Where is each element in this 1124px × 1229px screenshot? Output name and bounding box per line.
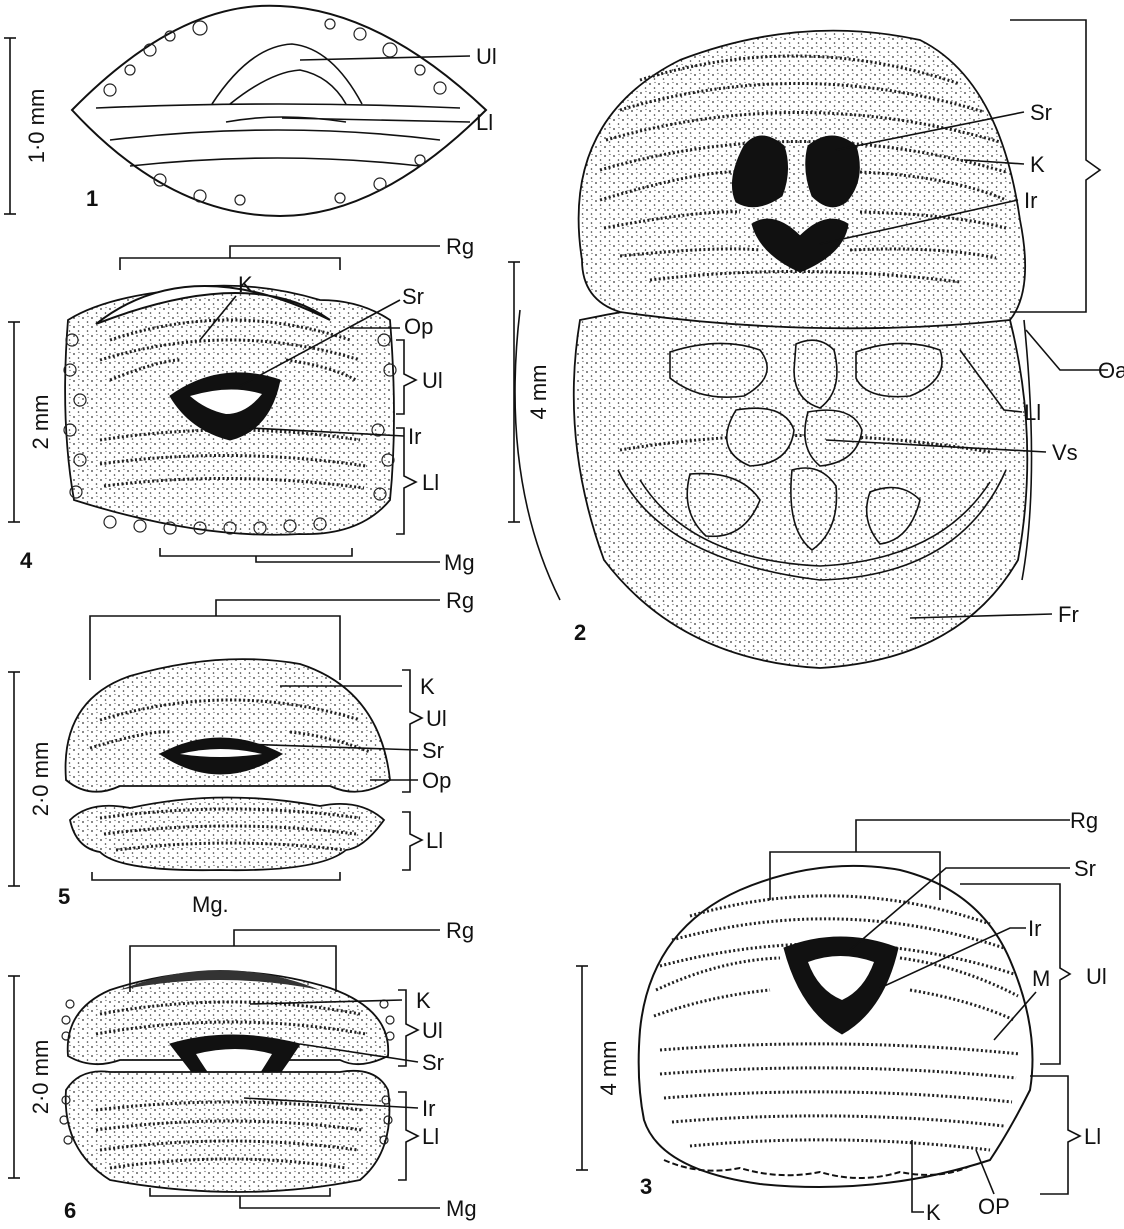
scale-bar-label: 2 mm — [28, 395, 53, 450]
bracket-rg — [120, 258, 340, 270]
label-ll: Ll — [426, 828, 443, 853]
label-m: M — [1032, 966, 1050, 991]
bracket-ll — [402, 812, 422, 870]
leader-rg — [230, 246, 440, 258]
label-ll: Ll — [476, 110, 493, 135]
label-ul: Ul — [422, 368, 443, 393]
label-ll: Ll — [422, 470, 439, 495]
label-sr: Sr — [402, 284, 424, 309]
figure-number: 3 — [640, 1174, 652, 1199]
lower-lip-disc — [70, 797, 384, 870]
label-ll: Ll — [1084, 1124, 1101, 1149]
label-mg: Mg — [446, 1196, 477, 1221]
label-rg: Rg — [446, 918, 474, 943]
figure-4: 2 mm Rg K Sr Op — [8, 234, 475, 575]
label-op: OP — [978, 1194, 1010, 1219]
bracket-ll — [398, 1092, 418, 1180]
label-vs: Vs — [1052, 440, 1078, 465]
label-mg: Mg. — [192, 892, 229, 917]
scale-bar-label: 2·0 mm — [28, 1040, 53, 1115]
scale-bar-label: 4 mm — [526, 365, 551, 420]
label-sr: Sr — [1030, 100, 1052, 125]
scale-bar-label: 1·0 mm — [24, 89, 49, 164]
figure-number: 5 — [58, 884, 70, 909]
label-sr: Sr — [422, 1050, 444, 1075]
label-rg: Rg — [446, 234, 474, 259]
label-k: K — [416, 988, 431, 1013]
bracket-ul — [398, 990, 418, 1066]
bracket-ul — [396, 340, 416, 414]
label-op: Op — [422, 768, 451, 793]
label-oa: Oa — [1098, 358, 1124, 383]
label-ir: Ir — [422, 1096, 435, 1121]
figure-number: 2 — [574, 620, 586, 645]
leader-oa — [1026, 330, 1108, 370]
bracket-ll — [1030, 1076, 1080, 1194]
label-ul: Ul — [426, 706, 447, 731]
figure-3: 4 mm Rg Sr Ir M Ul Ll — [576, 808, 1107, 1225]
label-ll: Ll — [1024, 400, 1041, 425]
figure-number: 6 — [64, 1198, 76, 1223]
figure-1: 1·0 mm Ul Ll 1 — [4, 6, 497, 216]
disc-outline — [72, 6, 486, 216]
bracket-ul — [402, 670, 422, 792]
label-k: K — [1030, 152, 1045, 177]
label-rg: Rg — [1070, 808, 1098, 833]
figure-6: 2·0 mm Rg K Ul Sr Ir Ll — [8, 918, 477, 1223]
label-ir: Ir — [1024, 188, 1037, 213]
figure-2: 4 mm — [508, 20, 1124, 668]
leader-rg — [856, 820, 1070, 852]
figure-number: 1 — [86, 186, 98, 211]
label-ll: Ll — [422, 1124, 439, 1149]
label-k: K — [926, 1200, 941, 1225]
leader-rg — [234, 930, 440, 946]
scale-bar-label: 2·0 mm — [28, 742, 53, 817]
label-k: K — [238, 272, 253, 297]
label-ul: Ul — [422, 1018, 443, 1043]
figure-number: 4 — [20, 548, 33, 573]
bracket-mg — [92, 872, 340, 880]
label-ul: Ul — [476, 44, 497, 69]
label-rg: Rg — [446, 588, 474, 613]
label-op: Op — [404, 314, 433, 339]
upper-disc — [579, 31, 1026, 329]
label-ir: Ir — [408, 424, 421, 449]
leader-rg — [216, 600, 440, 616]
label-ul: Ul — [1086, 964, 1107, 989]
label-ir: Ir — [1028, 916, 1041, 941]
figure-5: 2·0 mm Rg K Ul Sr Op Ll Mg. 5 — [8, 588, 474, 917]
label-fr: Fr — [1058, 602, 1079, 627]
lower-lip-disc — [66, 1071, 390, 1192]
label-sr: Sr — [422, 738, 444, 763]
label-mg: Mg — [444, 550, 475, 575]
label-k: K — [420, 674, 435, 699]
scale-bar-label: 4 mm — [596, 1041, 621, 1096]
label-sr: Sr — [1074, 856, 1096, 881]
bracket-mg — [160, 548, 440, 562]
